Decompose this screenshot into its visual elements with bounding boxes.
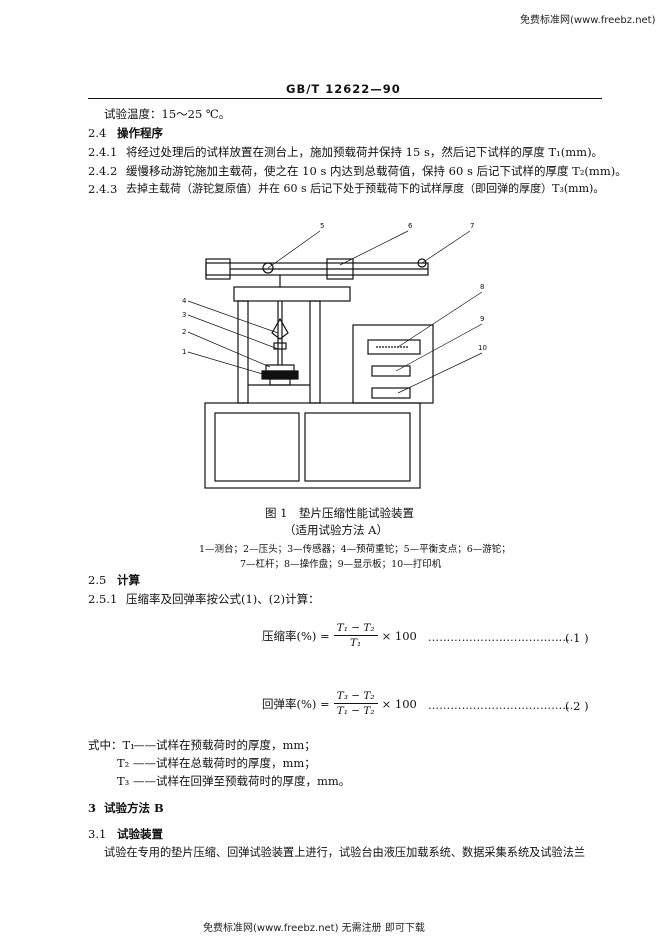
section-2-4-1-text: 将经过处理后的试样放置在测台上，施加预载荷并保持 15 s，然后记下试样的厚度 … xyxy=(126,145,604,159)
test-temperature: 试验温度：15～25 ℃。 xyxy=(104,107,231,121)
equation-2-denominator: T₁ − T₂ xyxy=(336,705,375,717)
equation-1-denominator: T₁ xyxy=(350,637,362,649)
header-rule xyxy=(88,98,602,99)
section-3-number: 3 xyxy=(88,801,97,815)
control-console xyxy=(352,324,434,404)
sliding-weight xyxy=(326,258,354,280)
section-2-4-3-text: 去掉主载荷（游铊复原值）并在 60 s 后记下处于预载荷下的试样厚度（即回弹的厚… xyxy=(126,182,605,195)
cabinet-door-left xyxy=(214,412,300,482)
where-definition-2: ——试样在总载荷时的厚度，mm； xyxy=(133,756,316,770)
equation-2-lhs: 回弹率(%) = xyxy=(262,696,330,711)
section-3-title: 试验方法 B xyxy=(104,801,164,815)
section-2-5-title: 计算 xyxy=(117,573,140,587)
where-definition-3: ——试样在回弹至预载荷时的厚度，mm。 xyxy=(133,774,351,788)
left-column xyxy=(237,300,249,404)
figure-caption-sub: （适用试验方法 A） xyxy=(284,523,388,537)
balance-fulcrum xyxy=(262,262,274,274)
sensor xyxy=(271,317,289,340)
printer xyxy=(371,387,411,399)
watermark-bottom: 免费标准网(www.freebz.net) 无需注册 即可下载 xyxy=(203,923,425,934)
cabinet-door-right xyxy=(304,412,411,482)
label-3: 3 xyxy=(182,311,186,319)
figure-legend-line-2: 7—杠杆；8—操作盘；9—显示板；10—打印机 xyxy=(240,559,442,570)
label-6: 6 xyxy=(408,222,413,230)
section-2-5-1-number: 2.5.1 xyxy=(88,592,118,606)
equation-2-fraction: T₃ − T₂ T₁ − T₂ xyxy=(333,690,378,717)
label-5: 5 xyxy=(320,222,324,230)
where-symbol-3: T₃ xyxy=(117,774,130,788)
label-9: 9 xyxy=(480,315,484,323)
equation-2-leader: ………………………………… xyxy=(428,699,574,712)
section-3-1-text: 试验在专用的垫片压缩、回弹试验装置上进行，试验台由液压加载系统、数据采集系统及试… xyxy=(104,846,586,859)
section-2-4-3-number: 2.4.3 xyxy=(88,182,118,196)
press-head xyxy=(265,364,295,372)
equation-2-tag: ( 2 ) xyxy=(565,699,589,713)
equation-1-fraction: T₁ − T₂ T₁ xyxy=(333,622,378,649)
top-crossbeam xyxy=(233,286,351,302)
equation-1-tag: ( 1 ) xyxy=(565,631,589,645)
operation-panel xyxy=(367,339,421,355)
equation-1: 压缩率(%) = T₁ − T₂ T₁ × 100 xyxy=(262,622,417,649)
section-2-4-2-text: 缓慢移动游铊施加主载荷，使之在 10 s 内达到总载荷值，保持 60 s 后记下… xyxy=(126,164,627,178)
watermark-top: 免费标准网(www.freebz.net) xyxy=(520,15,656,26)
right-column xyxy=(309,300,321,404)
equation-1-numerator: T₁ − T₂ xyxy=(333,622,378,636)
section-2-4-title: 操作程序 xyxy=(117,126,163,140)
section-3-1-number: 3.1 xyxy=(88,827,107,841)
label-2: 2 xyxy=(182,328,186,336)
equation-2: 回弹率(%) = T₃ − T₂ T₁ − T₂ × 100 xyxy=(262,690,417,717)
equation-1-lhs: 压缩率(%) = xyxy=(262,628,330,643)
label-7: 7 xyxy=(470,222,474,230)
apparatus-figure: 4 3 2 1 5 6 7 8 9 10 xyxy=(182,222,487,489)
equation-2-multiplier: × 100 xyxy=(381,696,417,711)
label-8: 8 xyxy=(480,283,484,291)
where-symbol-2: T₂ xyxy=(117,756,130,770)
section-2-4-number: 2.4 xyxy=(88,126,107,140)
equation-1-leader: ………………………………… xyxy=(428,631,574,644)
figure-legend-line-1: 1—测台；2—压头；3—传感器；4—预荷重铊；5—平衡支点；6—游铊； xyxy=(199,544,511,555)
display-board xyxy=(371,365,411,377)
equation-1-multiplier: × 100 xyxy=(381,628,417,643)
label-1: 1 xyxy=(182,348,186,356)
figure-caption-title: 图 1 垫片压缩性能试验装置 xyxy=(265,506,414,520)
section-2-5-1-text: 压缩率及回弹率按公式(1)、(2)计算： xyxy=(126,592,320,606)
where-definition-1: ——试样在预载荷时的厚度，mm； xyxy=(133,738,316,752)
test-table xyxy=(261,370,299,380)
equation-2-numerator: T₃ − T₂ xyxy=(333,690,378,704)
preload-weight xyxy=(273,342,287,350)
counterweight xyxy=(205,258,231,280)
label-4: 4 xyxy=(182,297,187,305)
where-prefix: 式中：T₁ xyxy=(88,738,135,752)
section-2-4-1-number: 2.4.1 xyxy=(88,145,118,159)
label-10: 10 xyxy=(478,344,487,352)
standard-number: GB/T 12622—90 xyxy=(286,82,401,96)
base-cabinet xyxy=(204,402,421,489)
section-2-5-number: 2.5 xyxy=(88,573,107,587)
section-2-4-2-number: 2.4.2 xyxy=(88,164,118,178)
section-3-1-title: 试验装置 xyxy=(117,827,163,841)
